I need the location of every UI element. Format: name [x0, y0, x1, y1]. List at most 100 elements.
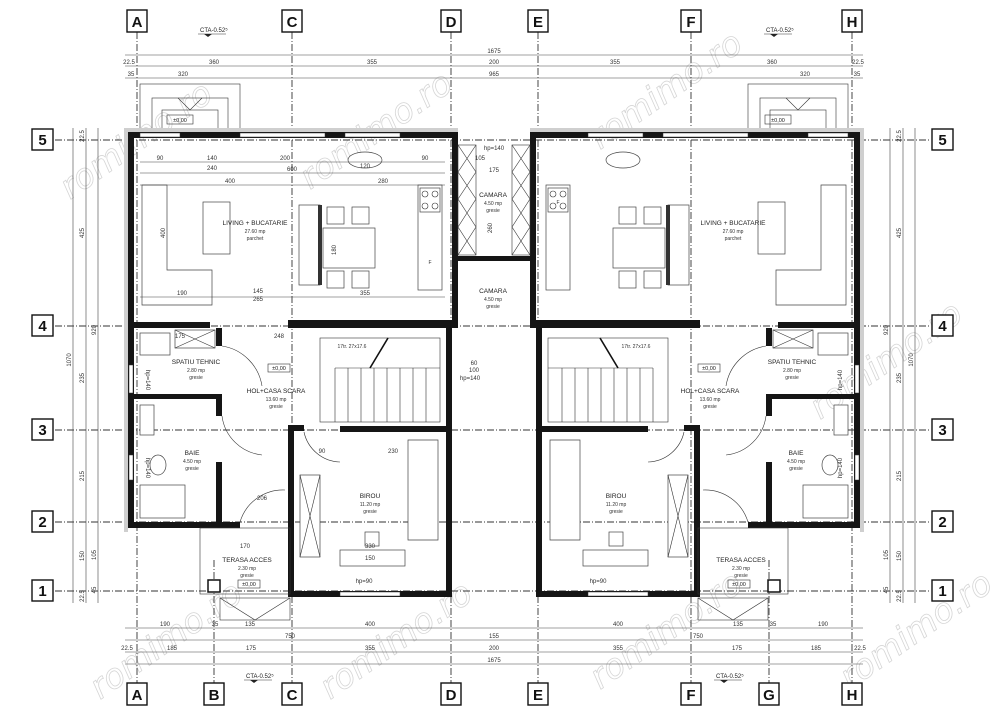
svg-text:27.60 mp: 27.60 mp: [723, 229, 744, 235]
svg-text:185: 185: [811, 646, 822, 652]
svg-text:D: D: [446, 14, 457, 31]
svg-text:45: 45: [884, 586, 890, 593]
svg-text:320: 320: [800, 72, 811, 78]
svg-text:280: 280: [378, 179, 389, 185]
svg-text:215: 215: [80, 470, 86, 481]
svg-text:±0,00: ±0,00: [242, 582, 256, 588]
svg-text:185: 185: [167, 646, 178, 652]
svg-text:425: 425: [897, 227, 903, 238]
svg-text:H: H: [847, 14, 858, 31]
svg-text:600: 600: [287, 167, 298, 173]
svg-text:TERASA ACCES: TERASA ACCES: [716, 557, 766, 564]
level-zero-markers: ±0,00 ±0,00 ±0,00 ±0,00 ±0,00 ±0,00: [166, 114, 792, 589]
svg-text:F: F: [686, 14, 695, 31]
svg-text:CTA-0.52⁵: CTA-0.52⁵: [716, 673, 744, 680]
axis-label-H: H: [841, 682, 863, 706]
svg-text:260: 260: [488, 222, 494, 233]
svg-text:360: 360: [209, 60, 220, 66]
svg-text:22.5: 22.5: [897, 130, 903, 142]
svg-text:150: 150: [897, 550, 903, 561]
axis-label-H: H: [841, 9, 863, 33]
svg-text:150: 150: [365, 556, 376, 562]
svg-text:200: 200: [489, 646, 500, 652]
svg-text:H: H: [847, 687, 858, 704]
svg-text:3: 3: [938, 422, 946, 439]
svg-text:4.50 mp: 4.50 mp: [484, 297, 502, 303]
axis-label-3: 3: [931, 418, 954, 441]
axis-label-2: 2: [31, 510, 54, 533]
axis-label-4: 4: [31, 314, 54, 337]
svg-text:17tr. 27x17.6: 17tr. 27x17.6: [338, 344, 367, 350]
svg-text:320: 320: [178, 72, 189, 78]
svg-text:355: 355: [610, 60, 621, 66]
svg-text:22.5: 22.5: [80, 130, 86, 142]
svg-text:200: 200: [280, 156, 291, 162]
svg-text:hp=90: hp=90: [590, 579, 608, 585]
svg-text:22.5: 22.5: [852, 60, 864, 66]
svg-text:gresie: gresie: [240, 573, 254, 579]
svg-text:90: 90: [319, 449, 326, 455]
svg-text:5: 5: [938, 132, 946, 149]
svg-text:13.60 mp: 13.60 mp: [266, 397, 287, 403]
svg-text:C: C: [287, 14, 298, 31]
svg-text:F: F: [556, 200, 559, 206]
svg-text:750: 750: [285, 634, 296, 640]
svg-text:gresie: gresie: [269, 404, 283, 410]
axis-label-E: E: [527, 9, 549, 33]
svg-text:hp=140: hp=140: [838, 457, 844, 478]
svg-text:120: 120: [360, 164, 371, 170]
svg-text:romimo.ro: romimo.ro: [802, 293, 970, 427]
svg-text:TERASA ACCES: TERASA ACCES: [222, 557, 272, 564]
axis-label-4: 4: [931, 314, 954, 337]
svg-text:1: 1: [38, 583, 46, 600]
svg-text:4.50 mp: 4.50 mp: [484, 201, 502, 207]
svg-text:175: 175: [175, 334, 186, 340]
svg-text:206: 206: [257, 496, 268, 502]
svg-text:11.20 mp: 11.20 mp: [606, 502, 627, 508]
svg-text:±0,00: ±0,00: [732, 582, 746, 588]
svg-text:355: 355: [360, 291, 371, 297]
svg-text:355: 355: [365, 646, 376, 652]
axis-label-G: G: [758, 682, 780, 706]
svg-text:240: 240: [207, 166, 218, 172]
svg-text:HOL+CASA SCARA: HOL+CASA SCARA: [247, 388, 306, 395]
svg-text:190: 190: [818, 622, 829, 628]
svg-text:1: 1: [938, 583, 946, 600]
svg-text:romimo.ro: romimo.ro: [832, 563, 1000, 697]
svg-text:360: 360: [767, 60, 778, 66]
svg-text:140: 140: [207, 156, 218, 162]
svg-text:hp=140: hp=140: [144, 370, 150, 391]
svg-text:4.50 mp: 4.50 mp: [183, 459, 201, 465]
svg-text:400: 400: [161, 227, 167, 238]
svg-text:180: 180: [332, 244, 338, 255]
row-axis-labels-left: 5 4 3 2 1: [31, 128, 54, 602]
svg-text:±0,00: ±0,00: [771, 118, 785, 124]
svg-text:90: 90: [422, 156, 429, 162]
axis-label-C: C: [281, 682, 303, 706]
svg-text:±0,00: ±0,00: [173, 118, 187, 124]
axis-label-5: 5: [31, 128, 54, 151]
svg-text:D: D: [446, 687, 457, 704]
svg-text:355: 355: [613, 646, 624, 652]
svg-text:400: 400: [613, 622, 624, 628]
svg-text:105: 105: [884, 549, 890, 560]
axis-label-E: E: [527, 682, 549, 706]
svg-text:4: 4: [938, 318, 947, 335]
svg-text:SPATIU TEHNIC: SPATIU TEHNIC: [768, 359, 817, 366]
svg-text:BAIE: BAIE: [789, 450, 804, 457]
svg-text:2.30 mp: 2.30 mp: [732, 566, 750, 572]
svg-text:1070: 1070: [909, 353, 915, 367]
svg-text:2: 2: [38, 514, 46, 531]
svg-text:22.5: 22.5: [123, 60, 135, 66]
svg-text:2.80 mp: 2.80 mp: [187, 368, 205, 374]
svg-text:235: 235: [897, 372, 903, 383]
svg-text:4: 4: [38, 318, 47, 335]
svg-text:35: 35: [128, 72, 135, 78]
svg-text:920: 920: [92, 324, 98, 335]
svg-text:60: 60: [471, 361, 478, 367]
svg-text:hp=140: hp=140: [144, 458, 150, 479]
